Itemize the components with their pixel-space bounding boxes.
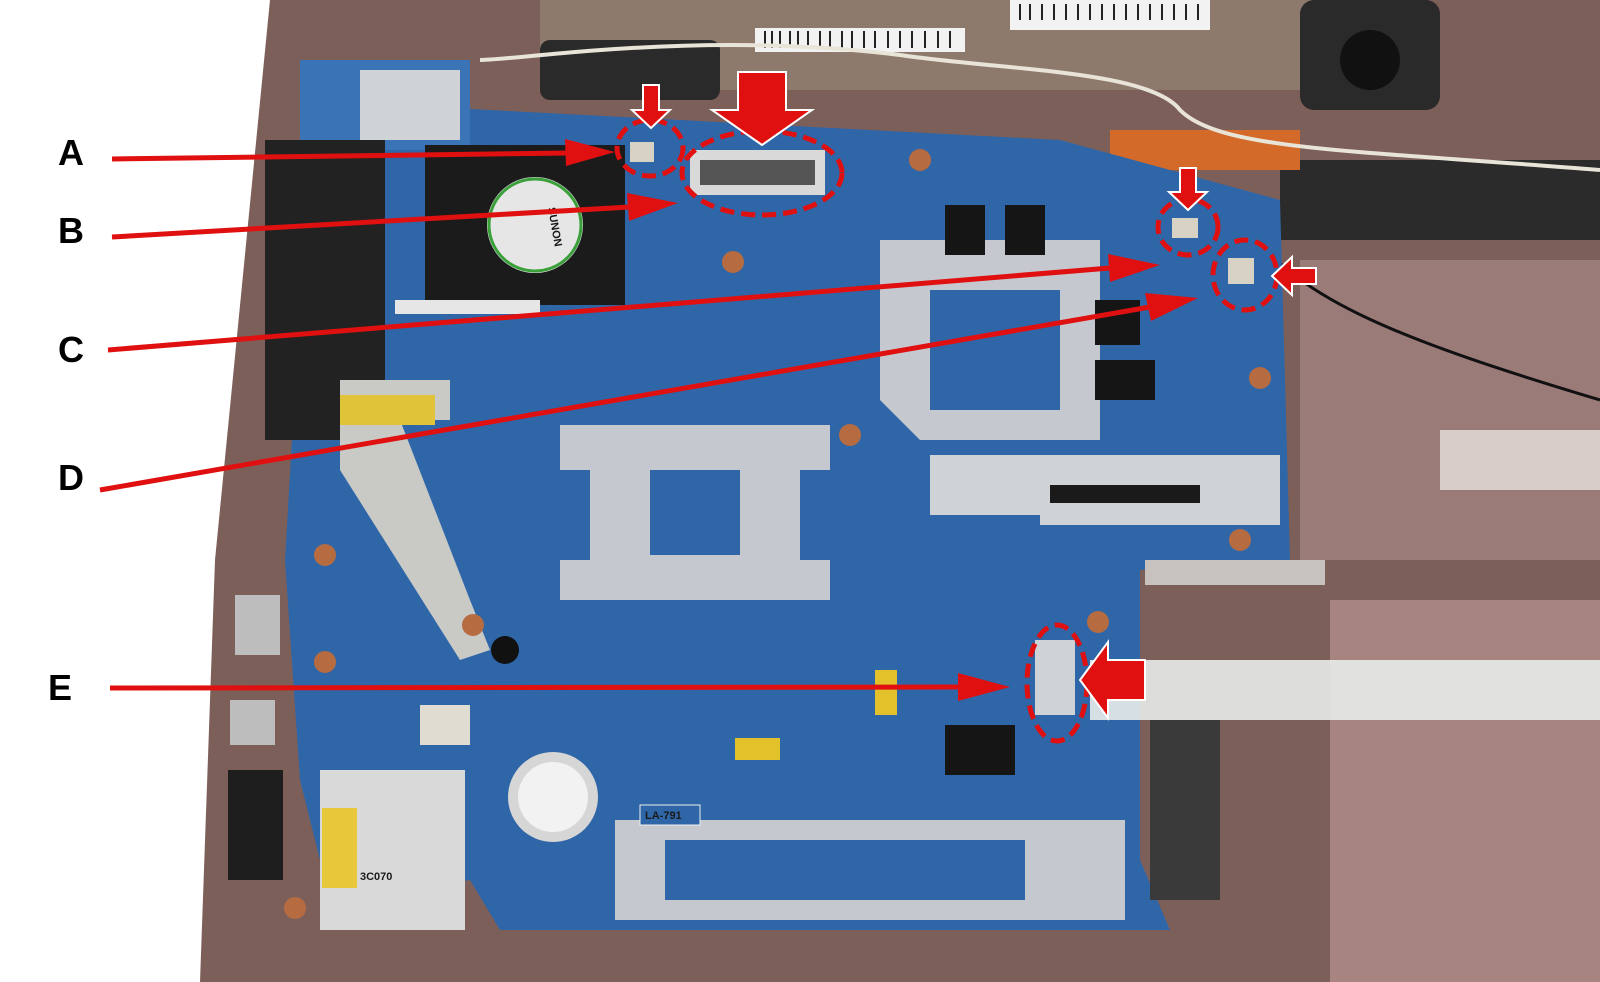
diagonal-shield-left (340, 380, 490, 660)
callout-line-e (109, 673, 1010, 701)
audio-jacks (228, 770, 283, 880)
yellow-component-2 (735, 738, 780, 760)
ribbon-cable-right (1440, 430, 1600, 490)
barcode-label-2 (1010, 0, 1210, 30)
hdd-connector (1150, 720, 1220, 900)
memory-chip-1 (945, 205, 985, 255)
touchpad-ribbon (1090, 660, 1600, 720)
usb-port-side (230, 700, 275, 745)
hdmi-port (235, 595, 280, 655)
block-arrows (629, 71, 1317, 722)
antenna-wire-white (479, 43, 1600, 172)
callout-label-e: E (48, 667, 72, 708)
keyboard-connector (1050, 485, 1200, 503)
touchpad-connector (1035, 640, 1075, 715)
chassis-bay (1330, 600, 1600, 982)
board-model-box (639, 804, 701, 826)
callout-label-d: D (58, 457, 84, 498)
yellow-component (875, 670, 897, 715)
mount-hole (491, 636, 519, 664)
cpu-socket-area (650, 470, 740, 555)
callout-lines (99, 139, 1198, 701)
fan-ring (487, 177, 583, 273)
callout-label-b: B (58, 210, 84, 251)
bay-rim (1145, 560, 1325, 585)
yellow-label (340, 395, 435, 425)
card-reader-sticker (322, 808, 357, 888)
memory-chip-2 (1005, 205, 1045, 255)
callout-line-c (107, 254, 1160, 353)
callout-line-a (111, 139, 615, 166)
callout-label-c: C (58, 329, 84, 370)
connector-plate-1 (930, 455, 1040, 515)
bottom-shield-window (665, 840, 1025, 900)
cmos-battery-face (518, 762, 588, 832)
callout-line-b (111, 193, 678, 240)
hinge-bar (1280, 160, 1600, 240)
memory-chip-3 (1095, 300, 1140, 345)
connector-c-upper (1172, 218, 1198, 238)
card-reader-label: 3C070 (360, 871, 392, 883)
barcode-label-1 (755, 28, 965, 52)
usb-port-shield (360, 70, 460, 140)
fan-hub (487, 177, 583, 273)
white-sticker-strip (395, 300, 540, 314)
capacitor (420, 705, 470, 745)
chip-lower (945, 725, 1015, 775)
gpu-die-area (930, 290, 1060, 410)
callout-line-d (99, 293, 1198, 493)
callout-label-a: A (58, 132, 84, 173)
speaker-cone (1340, 30, 1400, 90)
connector-a (630, 142, 654, 162)
board-model-label: LA-791 (645, 810, 682, 822)
speaker-left (540, 40, 720, 100)
memory-chip-4 (1095, 360, 1155, 400)
lcd-connector-slot (700, 160, 815, 185)
chassis-floor (1300, 260, 1600, 560)
connector-d (1228, 258, 1254, 284)
